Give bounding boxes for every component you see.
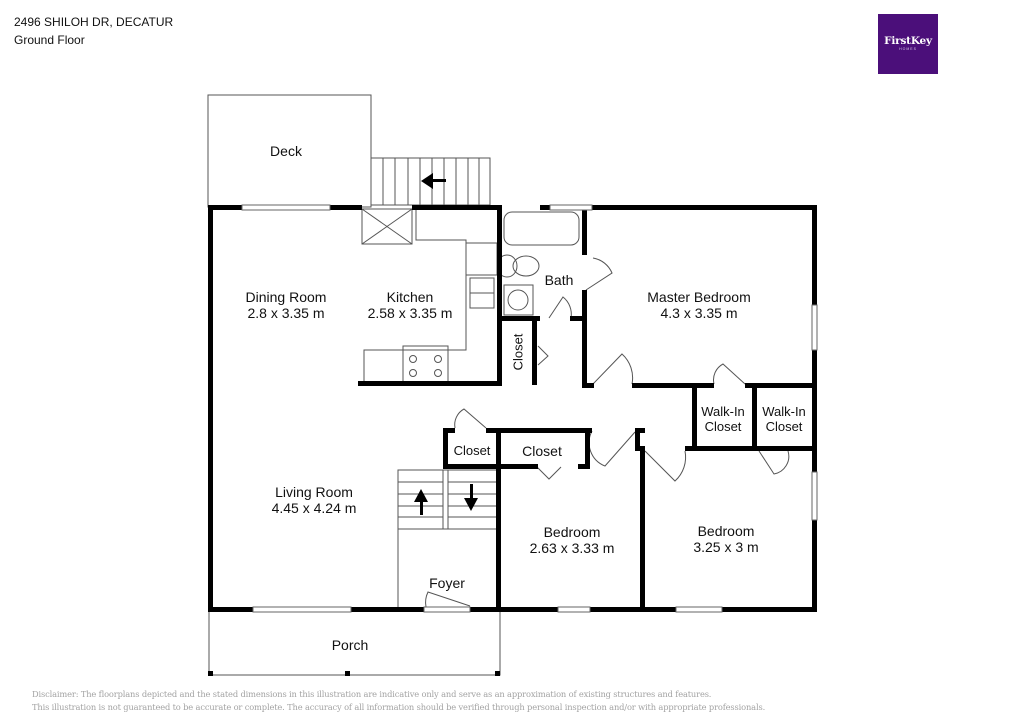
room-name: Walk-In: [762, 404, 806, 419]
room-name: Foyer: [429, 575, 465, 591]
room-name-2: Closet: [765, 419, 803, 434]
room-dims: 4.3 x 3.35 m: [660, 305, 738, 321]
room-closet-small: Closet: [454, 443, 491, 458]
room-deck: Deck: [270, 143, 302, 159]
room-dims: 2.58 x 3.35 m: [367, 305, 453, 321]
room-foyer: Foyer: [429, 575, 465, 591]
room-name: Porch: [331, 637, 369, 653]
room-name: Closet: [510, 333, 526, 371]
room-name-2: Closet: [704, 419, 742, 434]
room-dining: Dining Room 2.8 x 3.35 m: [246, 289, 327, 321]
room-name: Deck: [270, 143, 302, 159]
room-kitchen: Kitchen 2.58 x 3.35 m: [368, 289, 453, 321]
disclaimer-line-2: This illustration is not guaranteed to b…: [32, 702, 766, 712]
room-walkin-closet-1: Walk-In Closet: [701, 404, 745, 434]
room-dims: 2.8 x 3.35 m: [247, 305, 325, 321]
room-dims: 2.63 x 3.33 m: [529, 540, 615, 556]
logo-sub: HOMES: [899, 47, 917, 51]
room-name: Closet: [453, 443, 491, 458]
room-name: Kitchen: [386, 289, 434, 305]
room-name: Master Bedroom: [647, 289, 751, 305]
room-master-bedroom: Master Bedroom 4.3 x 3.35 m: [647, 289, 750, 321]
room-name: Closet: [522, 443, 562, 459]
room-porch: Porch: [332, 637, 369, 653]
room-bedroom-2: Bedroom 3.25 x 3 m: [693, 523, 758, 555]
room-bedroom-1: Bedroom 2.63 x 3.33 m: [530, 524, 615, 556]
room-name: Bedroom: [543, 524, 601, 540]
room-living: Living Room 4.45 x 4.24 m: [272, 484, 357, 516]
room-name: Bath: [544, 272, 574, 288]
room-name: Living Room: [275, 484, 353, 500]
logo-brand: FirstKey: [884, 35, 932, 47]
room-dims: 4.45 x 4.24 m: [271, 500, 357, 516]
room-name: Bedroom: [697, 523, 755, 539]
room-walkin-closet-2: Walk-In Closet: [762, 404, 806, 434]
room-bath: Bath: [545, 272, 574, 288]
floor-label: Ground Floor: [14, 33, 85, 47]
property-address: 2496 SHILOH DR, DECATUR: [14, 15, 174, 29]
room-name: Walk-In: [701, 404, 745, 419]
room-dims: 3.25 x 3 m: [693, 539, 759, 555]
room-name: Dining Room: [245, 289, 327, 305]
disclaimer-line-1: Disclaimer: The floorplans depicted and …: [32, 689, 712, 699]
room-closet-bedroom: Closet: [522, 443, 562, 459]
room-hall-closet: Closet: [511, 334, 526, 371]
firstkey-logo: FirstKey HOMES: [878, 14, 938, 74]
